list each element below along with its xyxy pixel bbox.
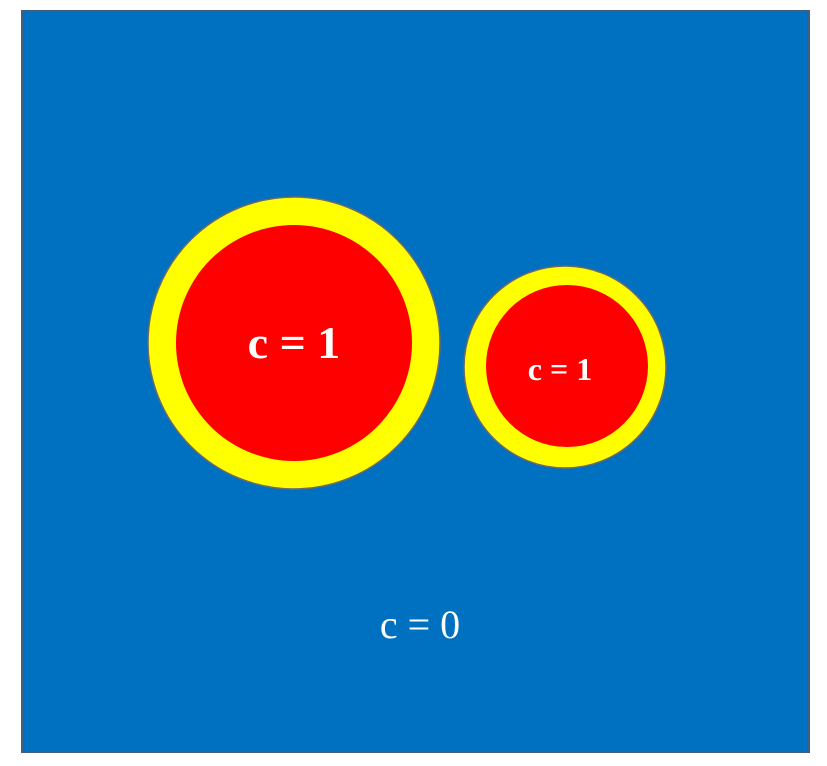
matrix-label: c = 0 <box>380 602 460 647</box>
small-particle-inner-disk <box>486 285 648 447</box>
large-particle: c = 1 <box>147 196 441 490</box>
large-particle-inner-disk <box>176 225 412 461</box>
large-particle-label: c = 1 <box>248 317 341 368</box>
small-particle-label: c = 1 <box>528 351 592 387</box>
small-particle: c = 1 <box>463 265 667 469</box>
